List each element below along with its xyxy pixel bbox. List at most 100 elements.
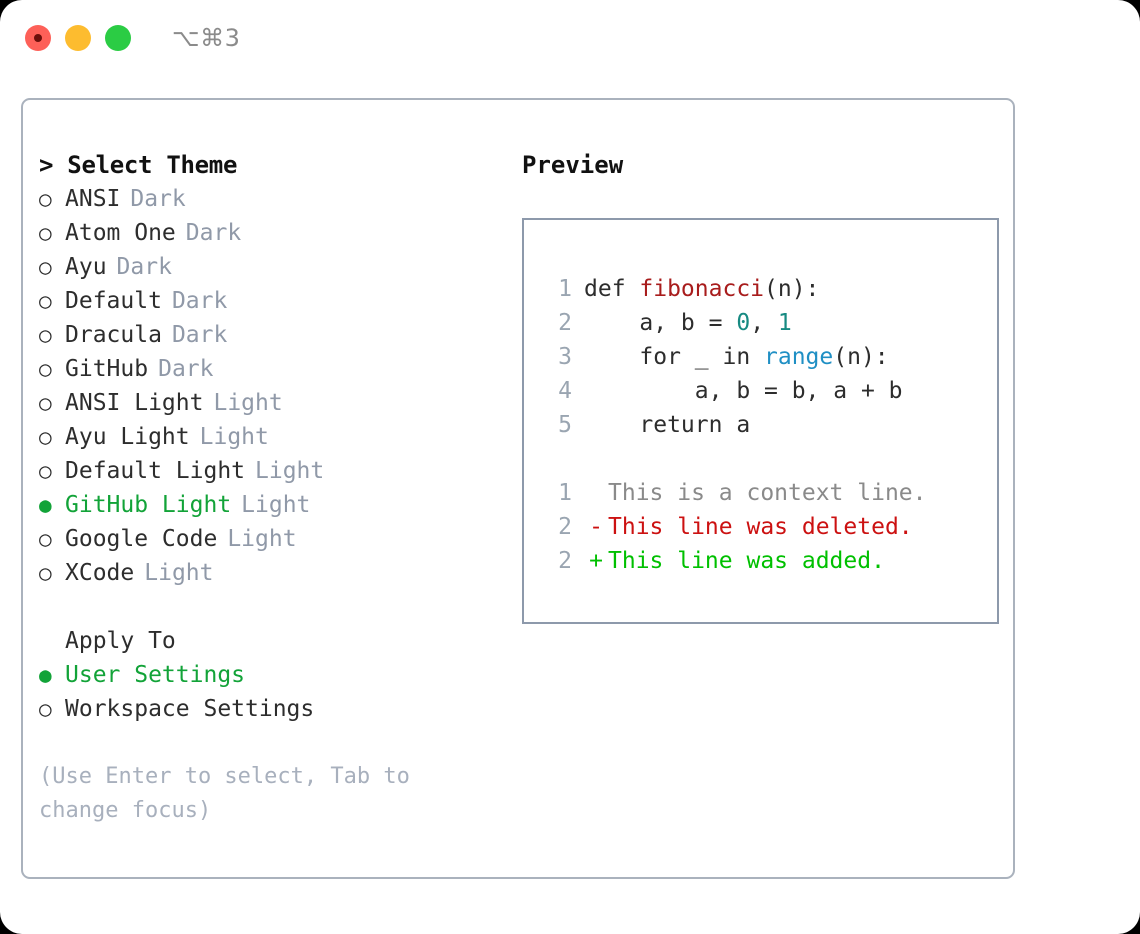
code-line: 2 a, b = 0, 1 xyxy=(544,306,997,340)
code-token-plain: (n): xyxy=(833,344,889,370)
theme-option-label: ANSI Light xyxy=(65,390,204,416)
radio-unselected-icon: ○ xyxy=(39,527,52,551)
code-token-fn: fibonacci xyxy=(639,276,765,302)
diff-sign xyxy=(584,476,608,510)
code-token-plain: a, b = b, a + b xyxy=(584,378,903,404)
recording-dot-icon xyxy=(34,34,42,42)
theme-option-default[interactable]: ○ Default Dark xyxy=(39,284,501,318)
theme-option-dracula[interactable]: ○ Dracula Dark xyxy=(39,318,501,352)
preview-title: Preview xyxy=(522,151,624,179)
code-line: 1 def fibonacci(n): xyxy=(544,272,997,306)
theme-option-tag: Dark xyxy=(171,288,228,314)
diff-line-add: 2 +This line was added. xyxy=(544,544,997,578)
select-theme-header: > Select Theme xyxy=(39,151,238,179)
radio-unselected-icon: ○ xyxy=(39,391,52,415)
code-token-plain: (n): xyxy=(764,276,820,302)
theme-option-tag: Light xyxy=(213,390,283,416)
apply-to-option-workspace-settings[interactable]: ○ Workspace Settings xyxy=(39,692,501,726)
theme-option-tag: Dark xyxy=(171,322,228,348)
code-line-number: 4 xyxy=(558,378,572,404)
theme-option-tag: Dark xyxy=(130,186,186,212)
code-token-plain: for _ in xyxy=(584,344,765,370)
code-line: 5 return a xyxy=(544,408,997,442)
code-line-number: 1 xyxy=(558,276,572,302)
maximize-button[interactable] xyxy=(105,25,131,51)
theme-option-ansi-light[interactable]: ○ ANSI Light Light xyxy=(39,386,501,420)
apply-to-option-user-settings[interactable]: ●User Settings xyxy=(39,658,501,692)
diff-line-number: 2 xyxy=(558,548,572,574)
keyboard-hint-text: (Use Enter to select, Tab to change focu… xyxy=(39,764,410,823)
theme-option-label: XCode xyxy=(65,560,135,586)
theme-option-atom-one[interactable]: ○ Atom One Dark xyxy=(39,216,501,250)
radio-unselected-icon: ○ xyxy=(39,357,52,381)
theme-option-label: Atom One xyxy=(65,220,176,246)
title-bar: ⌥⌘3 xyxy=(0,0,1140,76)
diff-line-number: 1 xyxy=(558,480,572,506)
diff-line-context: 1 This is a context line. xyxy=(544,476,997,510)
diff-sign: + xyxy=(589,548,603,574)
code-token-plain: , xyxy=(750,310,778,336)
code-line-text: for _ in range(n): xyxy=(584,340,889,374)
diff-line-text: This is a context line. xyxy=(608,480,927,506)
code-token-plain: a, b = xyxy=(584,310,737,336)
radio-unselected-icon: ○ xyxy=(39,697,52,721)
apply-to-option-label: Workspace Settings xyxy=(65,696,315,722)
code-token-num: 1 xyxy=(777,310,792,336)
code-token-call: range xyxy=(764,344,834,370)
code-line: 3 for _ in range(n): xyxy=(544,340,997,374)
theme-option-google-code[interactable]: ○ Google Code Light xyxy=(39,522,501,556)
minimize-button[interactable] xyxy=(65,25,91,51)
code-token-num: 0 xyxy=(736,310,751,336)
diff-line-number: 2 xyxy=(558,514,572,540)
diff-sample: 1 This is a context line.2-This line was… xyxy=(544,476,997,578)
theme-option-label: ANSI xyxy=(65,186,121,212)
theme-option-label: Google Code xyxy=(65,526,218,552)
theme-option-tag: Light xyxy=(144,560,214,586)
diff-line-del: 2-This line was deleted. xyxy=(544,510,997,544)
radio-unselected-icon: ○ xyxy=(39,255,52,279)
window-controls xyxy=(25,25,131,51)
diff-sign: - xyxy=(589,514,603,540)
radio-unselected-icon: ○ xyxy=(39,221,52,245)
code-line-text: def fibonacci(n): xyxy=(584,272,819,306)
radio-selected-icon: ● xyxy=(39,493,52,517)
theme-option-tag: Dark xyxy=(185,220,242,246)
code-line-text: a, b = 0, 1 xyxy=(584,306,792,340)
code-token-plain: def xyxy=(584,276,640,302)
theme-option-tag: Light xyxy=(227,526,297,552)
radio-unselected-icon: ○ xyxy=(39,425,52,449)
radio-unselected-icon: ○ xyxy=(39,459,52,483)
theme-option-label: Dracula xyxy=(65,322,162,348)
preview-spacer xyxy=(544,442,997,476)
keyboard-shortcut-label: ⌥⌘3 xyxy=(172,24,241,52)
code-line-text: a, b = b, a + b xyxy=(584,374,903,408)
radio-unselected-icon: ○ xyxy=(39,323,52,347)
apply-to-section: Apply To ●User Settings○Workspace Settin… xyxy=(39,624,501,726)
diff-line-text: This line was added. xyxy=(608,548,885,574)
code-line-number: 5 xyxy=(558,412,572,438)
code-token-plain: return a xyxy=(584,412,751,438)
theme-option-label: Ayu xyxy=(65,254,107,280)
radio-unselected-icon: ○ xyxy=(39,289,52,313)
apply-to-option-label: User Settings xyxy=(65,662,246,688)
theme-option-label: Default xyxy=(65,288,162,314)
apply-to-option-list: ●User Settings ○ Workspace Settings xyxy=(39,658,501,726)
code-line-number: 3 xyxy=(558,344,572,370)
theme-option-label: Default Light xyxy=(65,458,246,484)
theme-option-tag: Dark xyxy=(158,356,214,382)
close-button[interactable] xyxy=(25,25,51,51)
